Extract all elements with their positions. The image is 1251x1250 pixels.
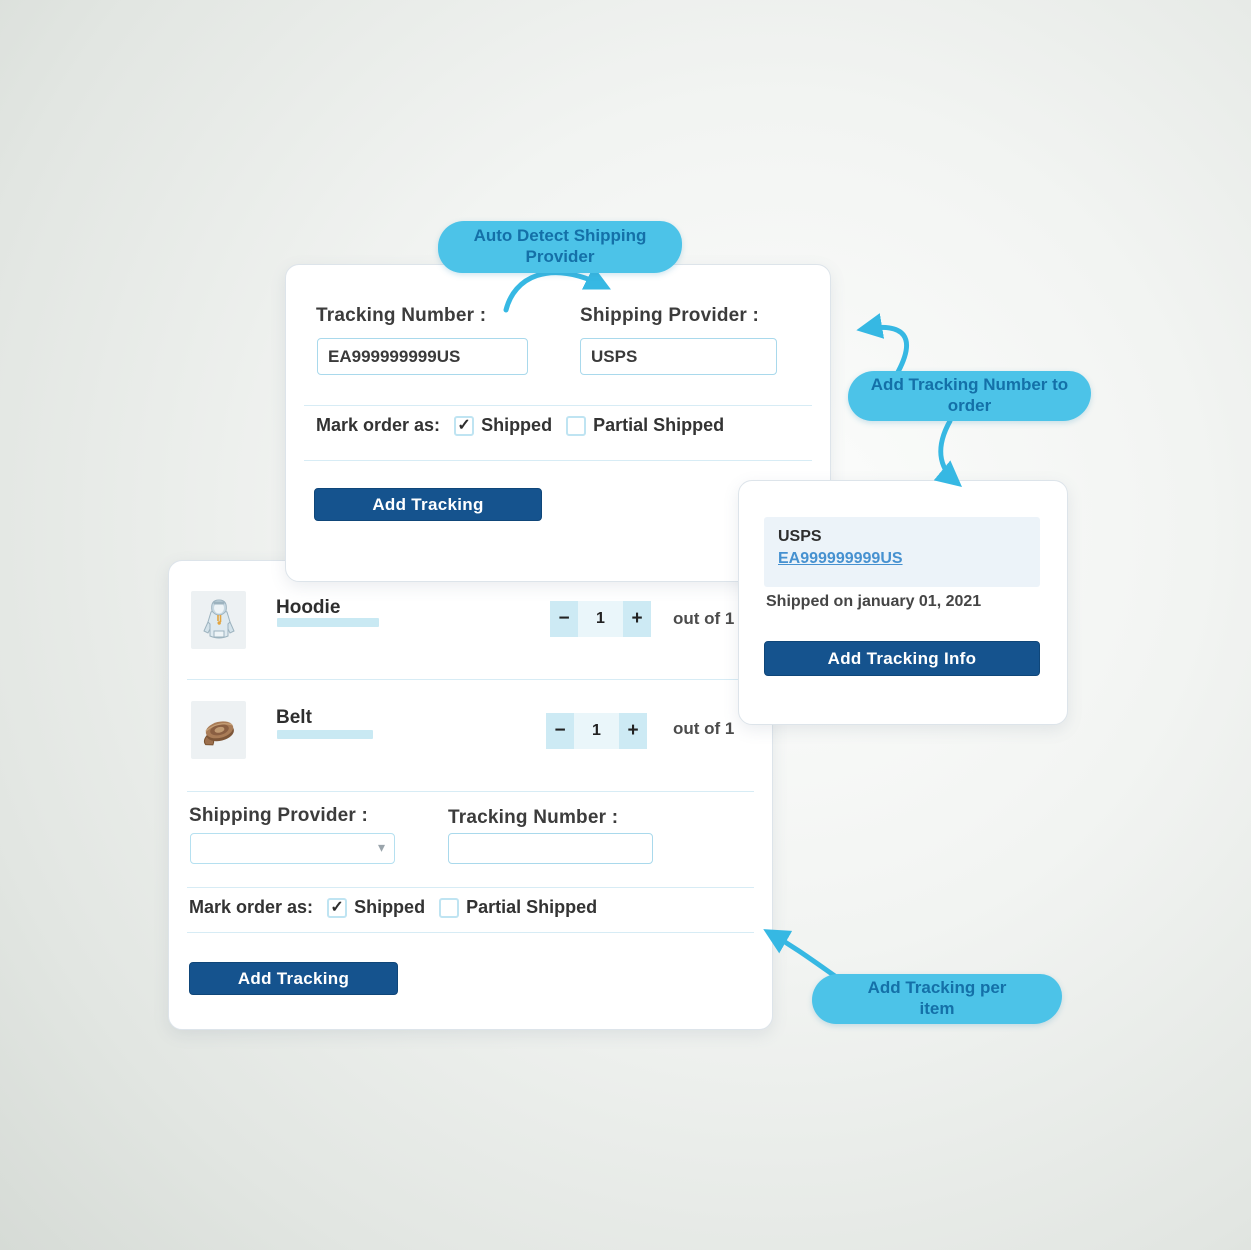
section-divider (304, 405, 812, 406)
quantity-stepper: − 1 + (546, 713, 647, 749)
out-of-label: out of 1 (673, 719, 735, 738)
shipping-provider-select[interactable]: ▾ (190, 833, 395, 864)
add-tracking-button[interactable]: Add Tracking (189, 962, 398, 995)
partial-shipped-label: Partial Shipped (593, 415, 725, 435)
tracking-number-input[interactable] (448, 833, 653, 864)
quantity-stepper: − 1 + (550, 601, 651, 637)
section-divider (304, 460, 812, 461)
auto-detect-bubble: Auto Detect Shipping Provider (438, 221, 682, 273)
item-name-underline (277, 730, 373, 739)
auto-detect-bubble-label: Auto Detect Shipping Provider (473, 226, 647, 266)
per-item-bubble-label: Add Tracking per item (867, 978, 1007, 1018)
add-to-order-bubble-label: Add Tracking Number to order (870, 375, 1069, 415)
tracking-number-label: Tracking Number : (316, 305, 487, 326)
mark-order-as-label: Mark order as: (316, 415, 441, 435)
tracking-number-label: Tracking Number : (448, 807, 619, 828)
shipping-provider-label: Shipping Provider : (580, 305, 760, 326)
tracking-number-link[interactable]: EA999999999US (778, 550, 903, 567)
section-divider (187, 932, 754, 933)
per-item-tracking-card: Hoodie − 1 + out of 1 (168, 560, 773, 1030)
partial-shipped-checkbox[interactable] (566, 415, 587, 436)
checkmark-icon: ✓ (457, 416, 471, 434)
mark-order-row: Mark order as: ✓ Shipped Partial Shipped (189, 897, 597, 918)
arrow-to-order-card (856, 313, 910, 375)
quantity-decrease-button[interactable]: − (550, 601, 578, 637)
checkmark-icon: ✓ (330, 898, 344, 916)
shipping-provider-input[interactable] (580, 338, 777, 375)
mark-order-row: Mark order as: ✓ Shipped Partial Shipped (316, 415, 724, 436)
shipped-on-text: Shipped on january 01, 2021 (766, 593, 982, 610)
quantity-value[interactable]: 1 (578, 601, 623, 637)
hoodie-product-image (191, 591, 246, 649)
arrow-to-summary-card (933, 418, 962, 487)
tracking-summary-panel: USPS EA999999999US (764, 517, 1040, 587)
shipped-checkbox[interactable]: ✓ (454, 415, 475, 436)
tracking-number-input[interactable] (317, 338, 528, 375)
add-tracking-info-button[interactable]: Add Tracking Info (764, 641, 1040, 676)
section-divider (187, 791, 754, 792)
item-name: Hoodie (276, 597, 341, 618)
chevron-down-icon: ▾ (377, 839, 385, 855)
shipped-checkbox[interactable]: ✓ (327, 897, 348, 918)
partial-shipped-checkbox[interactable] (439, 897, 460, 918)
quantity-increase-button[interactable]: + (623, 601, 651, 637)
section-divider (187, 887, 754, 888)
item-name-underline (277, 618, 379, 627)
quantity-decrease-button[interactable]: − (546, 713, 574, 749)
shipped-label: Shipped (354, 897, 426, 917)
quantity-increase-button[interactable]: + (619, 713, 647, 749)
provider-name: USPS (778, 528, 822, 545)
partial-shipped-label: Partial Shipped (466, 897, 598, 917)
shipped-label: Shipped (481, 415, 553, 435)
shipping-provider-label: Shipping Provider : (189, 805, 369, 826)
row-divider (187, 679, 754, 680)
quantity-value[interactable]: 1 (574, 713, 619, 749)
item-name: Belt (276, 707, 312, 728)
add-tracking-button[interactable]: Add Tracking (314, 488, 542, 521)
tracking-summary-card: USPS EA999999999US Shipped on january 01… (738, 480, 1068, 725)
mark-order-as-label: Mark order as: (189, 897, 314, 917)
per-item-bubble: Add Tracking per item (812, 974, 1062, 1024)
belt-product-image (191, 701, 246, 759)
out-of-label: out of 1 (673, 609, 735, 628)
add-to-order-bubble: Add Tracking Number to order (848, 371, 1091, 421)
